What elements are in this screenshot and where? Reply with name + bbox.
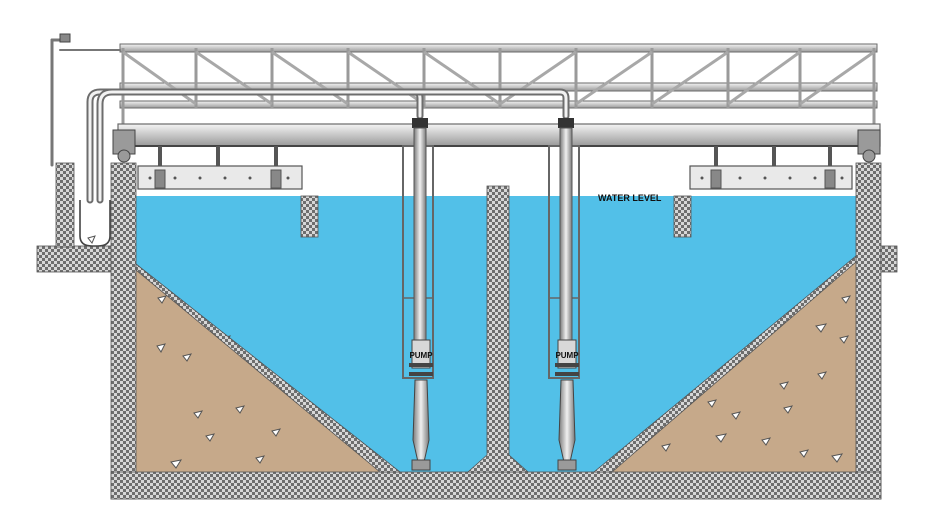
skimmer-right bbox=[689, 146, 853, 190]
overflow-trough bbox=[79, 200, 111, 247]
pump-assembly-right bbox=[548, 118, 580, 471]
discharge-piping bbox=[50, 33, 570, 204]
water-level-label: WATER LEVEL bbox=[598, 193, 662, 203]
pump-label-right: PUMP bbox=[555, 351, 579, 360]
concrete-structure bbox=[36, 162, 898, 500]
skimmer-left bbox=[137, 146, 303, 190]
pump-label-left: PUMP bbox=[409, 351, 433, 360]
pump-assembly-left bbox=[402, 118, 434, 471]
bridge-wheels bbox=[112, 129, 881, 163]
